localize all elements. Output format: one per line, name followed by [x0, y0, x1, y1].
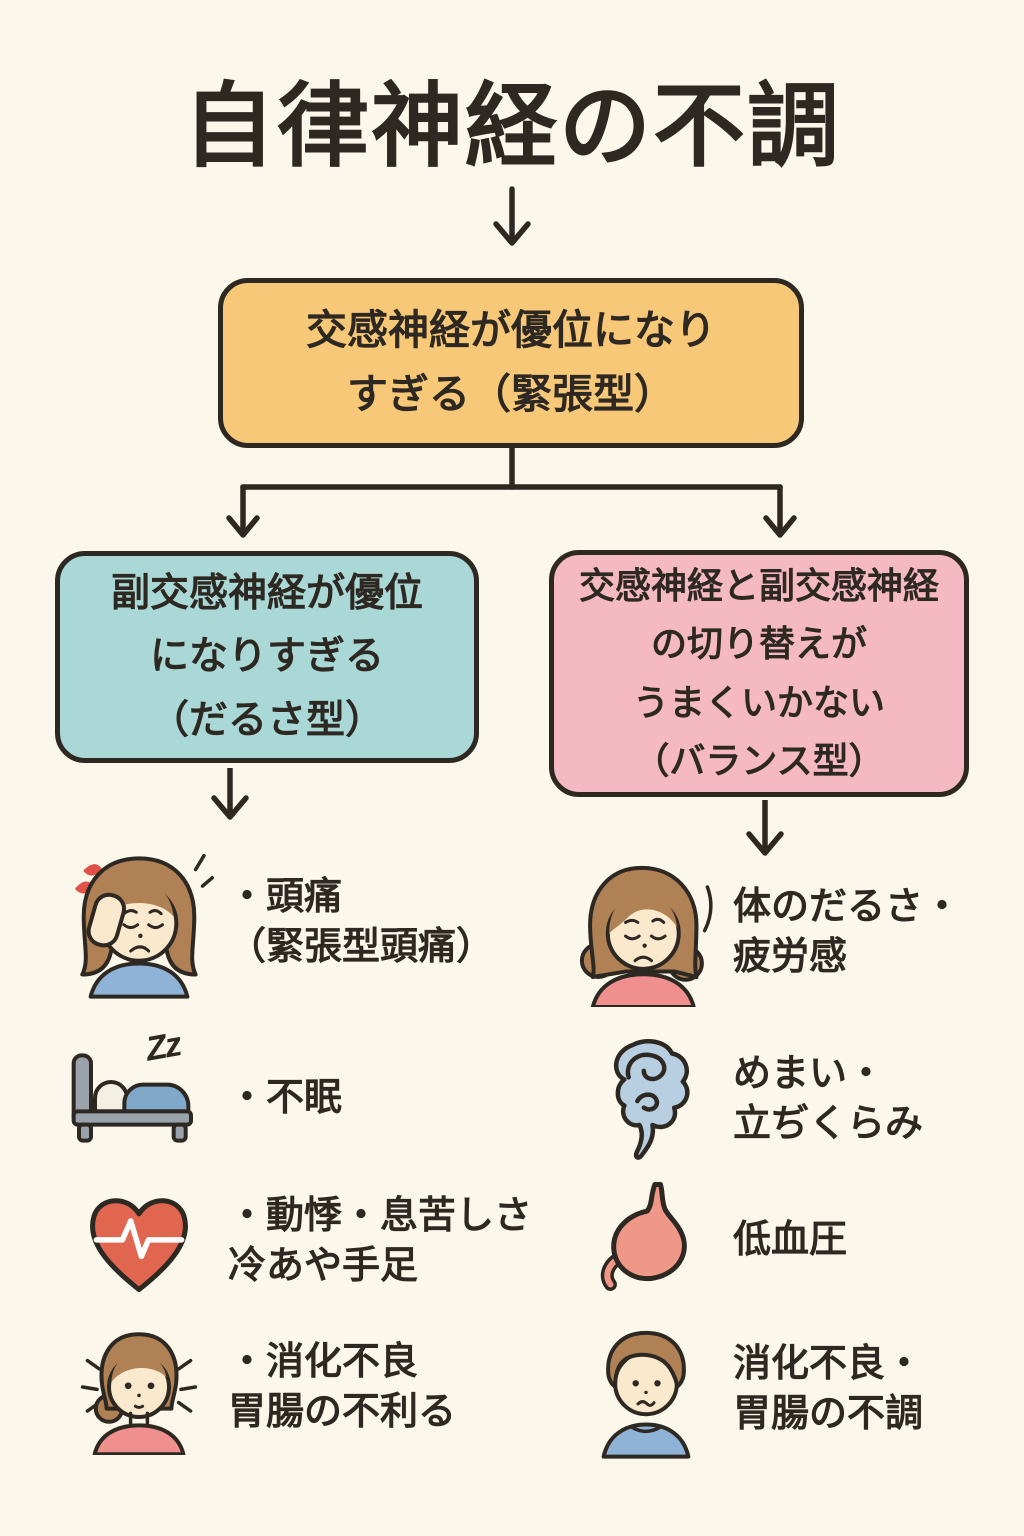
- symptom-text: 体のだるさ・: [733, 885, 962, 928]
- root-box-line: すぎる（緊張型）: [347, 371, 675, 417]
- headache-woman-icon: [63, 844, 215, 1000]
- page-title: 自律神経の不調: [182, 76, 841, 178]
- zz-sleep-label: Zz: [142, 1025, 183, 1069]
- right-box-line: 交感神経と副交感神経: [578, 564, 939, 606]
- down-arrow-icon: [493, 186, 531, 246]
- symptom-text: ・頭痛: [228, 875, 343, 918]
- anxious-woman-icon: [73, 1319, 205, 1455]
- heartbeat-heart-icon: [79, 1183, 199, 1299]
- symptom-text: 立ぢくらみ: [733, 1103, 924, 1145]
- symptom-text: めまい・: [733, 1052, 886, 1095]
- symptom-row: ・動悸・息苦しさ 冷あや手足: [60, 1180, 532, 1302]
- symptom-row: ・消化不良 胃腸の不利る: [60, 1318, 456, 1456]
- symptom-text: 低血圧: [733, 1218, 848, 1261]
- symptom-row: めまい・ 立ぢくらみ: [568, 1034, 923, 1164]
- sleeping-bed-icon: [65, 1050, 213, 1146]
- tired-woman-icon: [571, 857, 721, 1007]
- symptom-text: （緊張型頭痛）: [228, 926, 495, 968]
- right-box-line: の切り替えが: [650, 623, 867, 665]
- symptom-text: ・不眠: [228, 1076, 343, 1119]
- symptom-text: 消化不良・: [733, 1342, 924, 1385]
- symptom-text: 疲労感: [733, 936, 848, 978]
- left-box-line: 副交感神経が優位: [110, 572, 423, 616]
- dizzy-swirl-icon: [591, 1034, 701, 1164]
- left-branch-arrow-icon: [211, 768, 249, 820]
- branch-connector: [226, 446, 797, 538]
- right-box-line: （バランス型）: [633, 739, 885, 781]
- symptom-row: 消化不良・ 胃腸の不調: [568, 1318, 923, 1460]
- left-box-line: （だるさ型）: [149, 698, 384, 742]
- root-box-line: 交感神経が優位になり: [306, 307, 716, 354]
- symptom-text: ・動悸・息苦しさ: [228, 1194, 533, 1237]
- balance-box: 交感神経と副交感神経 の切り替えが うまくいかない （バランス型）: [549, 550, 969, 797]
- parasympathetic-box: 副交感神経が優位 になりすぎる （だるさ型）: [55, 551, 479, 763]
- symptom-row: 低血圧: [568, 1182, 847, 1298]
- right-box-line: うまくいかない: [632, 681, 885, 723]
- left-box-line: になりすぎる: [149, 635, 384, 679]
- symptom-row: 体のだるさ・ 疲労感: [568, 856, 961, 1008]
- right-branch-arrow-icon: [746, 800, 784, 856]
- stomach-icon: [590, 1180, 702, 1300]
- symptom-row: ・頭痛 （緊張型頭痛）: [60, 842, 494, 1002]
- symptom-text: 胃腸の不調: [733, 1393, 924, 1435]
- symptom-text: 冷あや手足: [228, 1245, 419, 1287]
- symptom-text: ・消化不良: [228, 1340, 419, 1383]
- symptom-text: 胃腸の不利る: [228, 1391, 457, 1433]
- worried-person-icon: [583, 1319, 709, 1459]
- symptom-row: Zz ・不眠: [60, 1025, 343, 1162]
- root-cause-box: 交感神経が優位になり すぎる（緊張型）: [218, 278, 804, 448]
